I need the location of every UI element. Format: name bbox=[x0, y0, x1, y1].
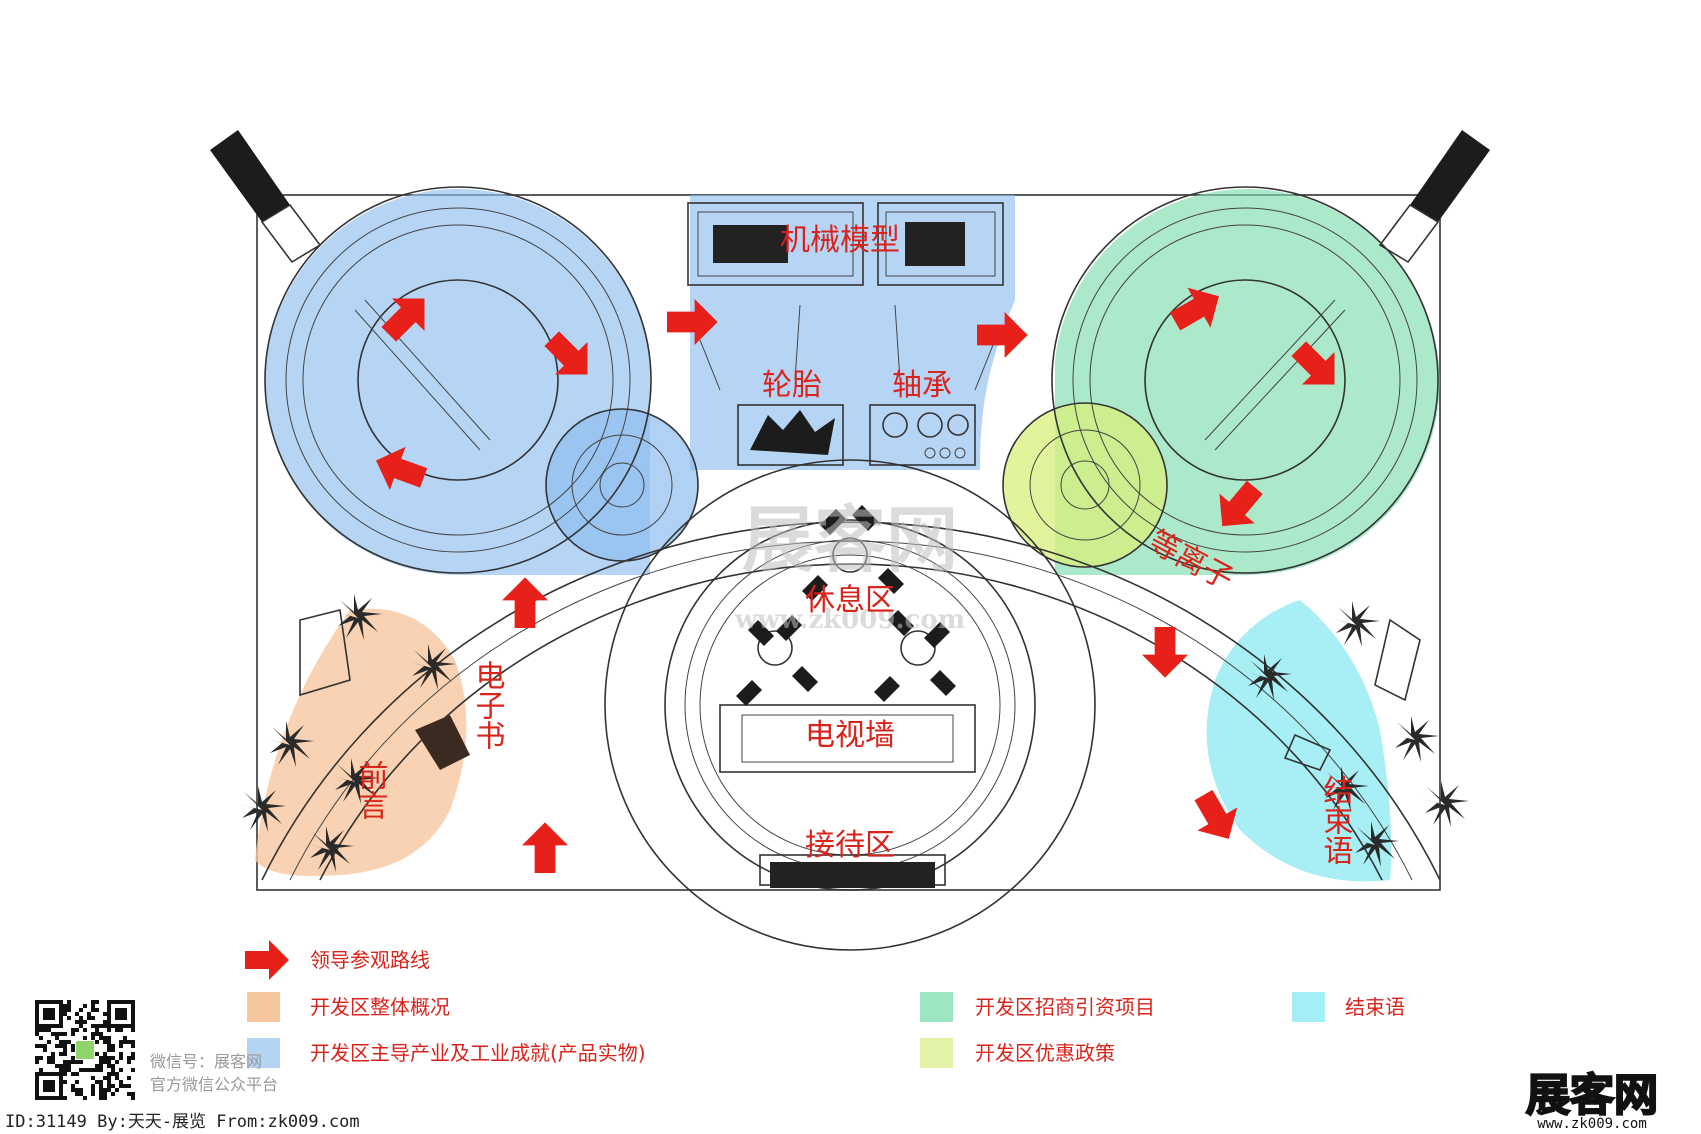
legend-policy: 开发区优惠政策 bbox=[920, 1038, 1115, 1068]
zone-policy bbox=[1003, 403, 1167, 567]
watermark-text: 展客网 bbox=[742, 497, 958, 582]
wechat-id: 微信号：展客网 bbox=[150, 1052, 262, 1071]
brand-url: www.zk009.com bbox=[1537, 1116, 1647, 1132]
label-ebook: 电子书 bbox=[470, 660, 505, 750]
legend-route: 领导参观路线 bbox=[245, 940, 430, 980]
qr-code-icon bbox=[35, 1000, 135, 1100]
red-arrow-icon bbox=[1142, 627, 1188, 678]
footer: 微信号：展客网 官方微信公众平台 ID:31149 By:天天-展览 From:… bbox=[5, 1052, 1659, 1132]
zone-conclusion bbox=[1206, 600, 1392, 882]
wechat-desc: 官方微信公众平台 bbox=[150, 1075, 278, 1094]
svg-text:领导参观路线: 领导参观路线 bbox=[310, 948, 430, 972]
plan-linework bbox=[210, 130, 1490, 951]
credit-line: ID:31149 By:天天-展览 From:zk009.com bbox=[5, 1112, 360, 1132]
zone-small-blue bbox=[546, 409, 698, 561]
label-preface: 前言 bbox=[353, 760, 388, 820]
watermark-url: www.zk009.com bbox=[734, 605, 965, 635]
watermark: 展客网 www.zk009.com bbox=[734, 497, 965, 635]
svg-text:开发区优惠政策: 开发区优惠政策 bbox=[975, 1041, 1115, 1065]
label-bearing: 轴承 bbox=[892, 368, 952, 403]
svg-text:开发区主导产业及工业成就(产品实物): 开发区主导产业及工业成就(产品实物) bbox=[310, 1041, 646, 1065]
red-arrow-icon bbox=[522, 822, 568, 873]
legend-industry: 开发区主导产业及工业成就(产品实物) bbox=[247, 1038, 646, 1068]
brand-logo: 展客网 bbox=[1526, 1070, 1658, 1121]
label-machinery-model: 机械模型 bbox=[780, 223, 900, 258]
label-tv-wall: 电视墙 bbox=[805, 718, 895, 753]
svg-text:开发区招商引资项目: 开发区招商引资项目 bbox=[975, 995, 1155, 1019]
legend: 领导参观路线 开发区整体概况 开发区主导产业及工业成就(产品实物) 开发区招商引… bbox=[245, 940, 1405, 1068]
legend-overview: 开发区整体概况 bbox=[247, 992, 450, 1022]
label-conclusion: 结束语 bbox=[1318, 775, 1354, 865]
label-reception: 接待区 bbox=[805, 828, 895, 863]
svg-text:开发区整体概况: 开发区整体概况 bbox=[310, 995, 450, 1019]
svg-text:结束语: 结束语 bbox=[1345, 995, 1405, 1019]
legend-investment: 开发区招商引资项目 bbox=[920, 992, 1155, 1022]
label-rest-area: 休息区 bbox=[805, 583, 895, 618]
legend-conclusion: 结束语 bbox=[1292, 992, 1405, 1022]
label-tire: 轮胎 bbox=[762, 368, 822, 403]
red-arrow-icon bbox=[245, 940, 289, 980]
